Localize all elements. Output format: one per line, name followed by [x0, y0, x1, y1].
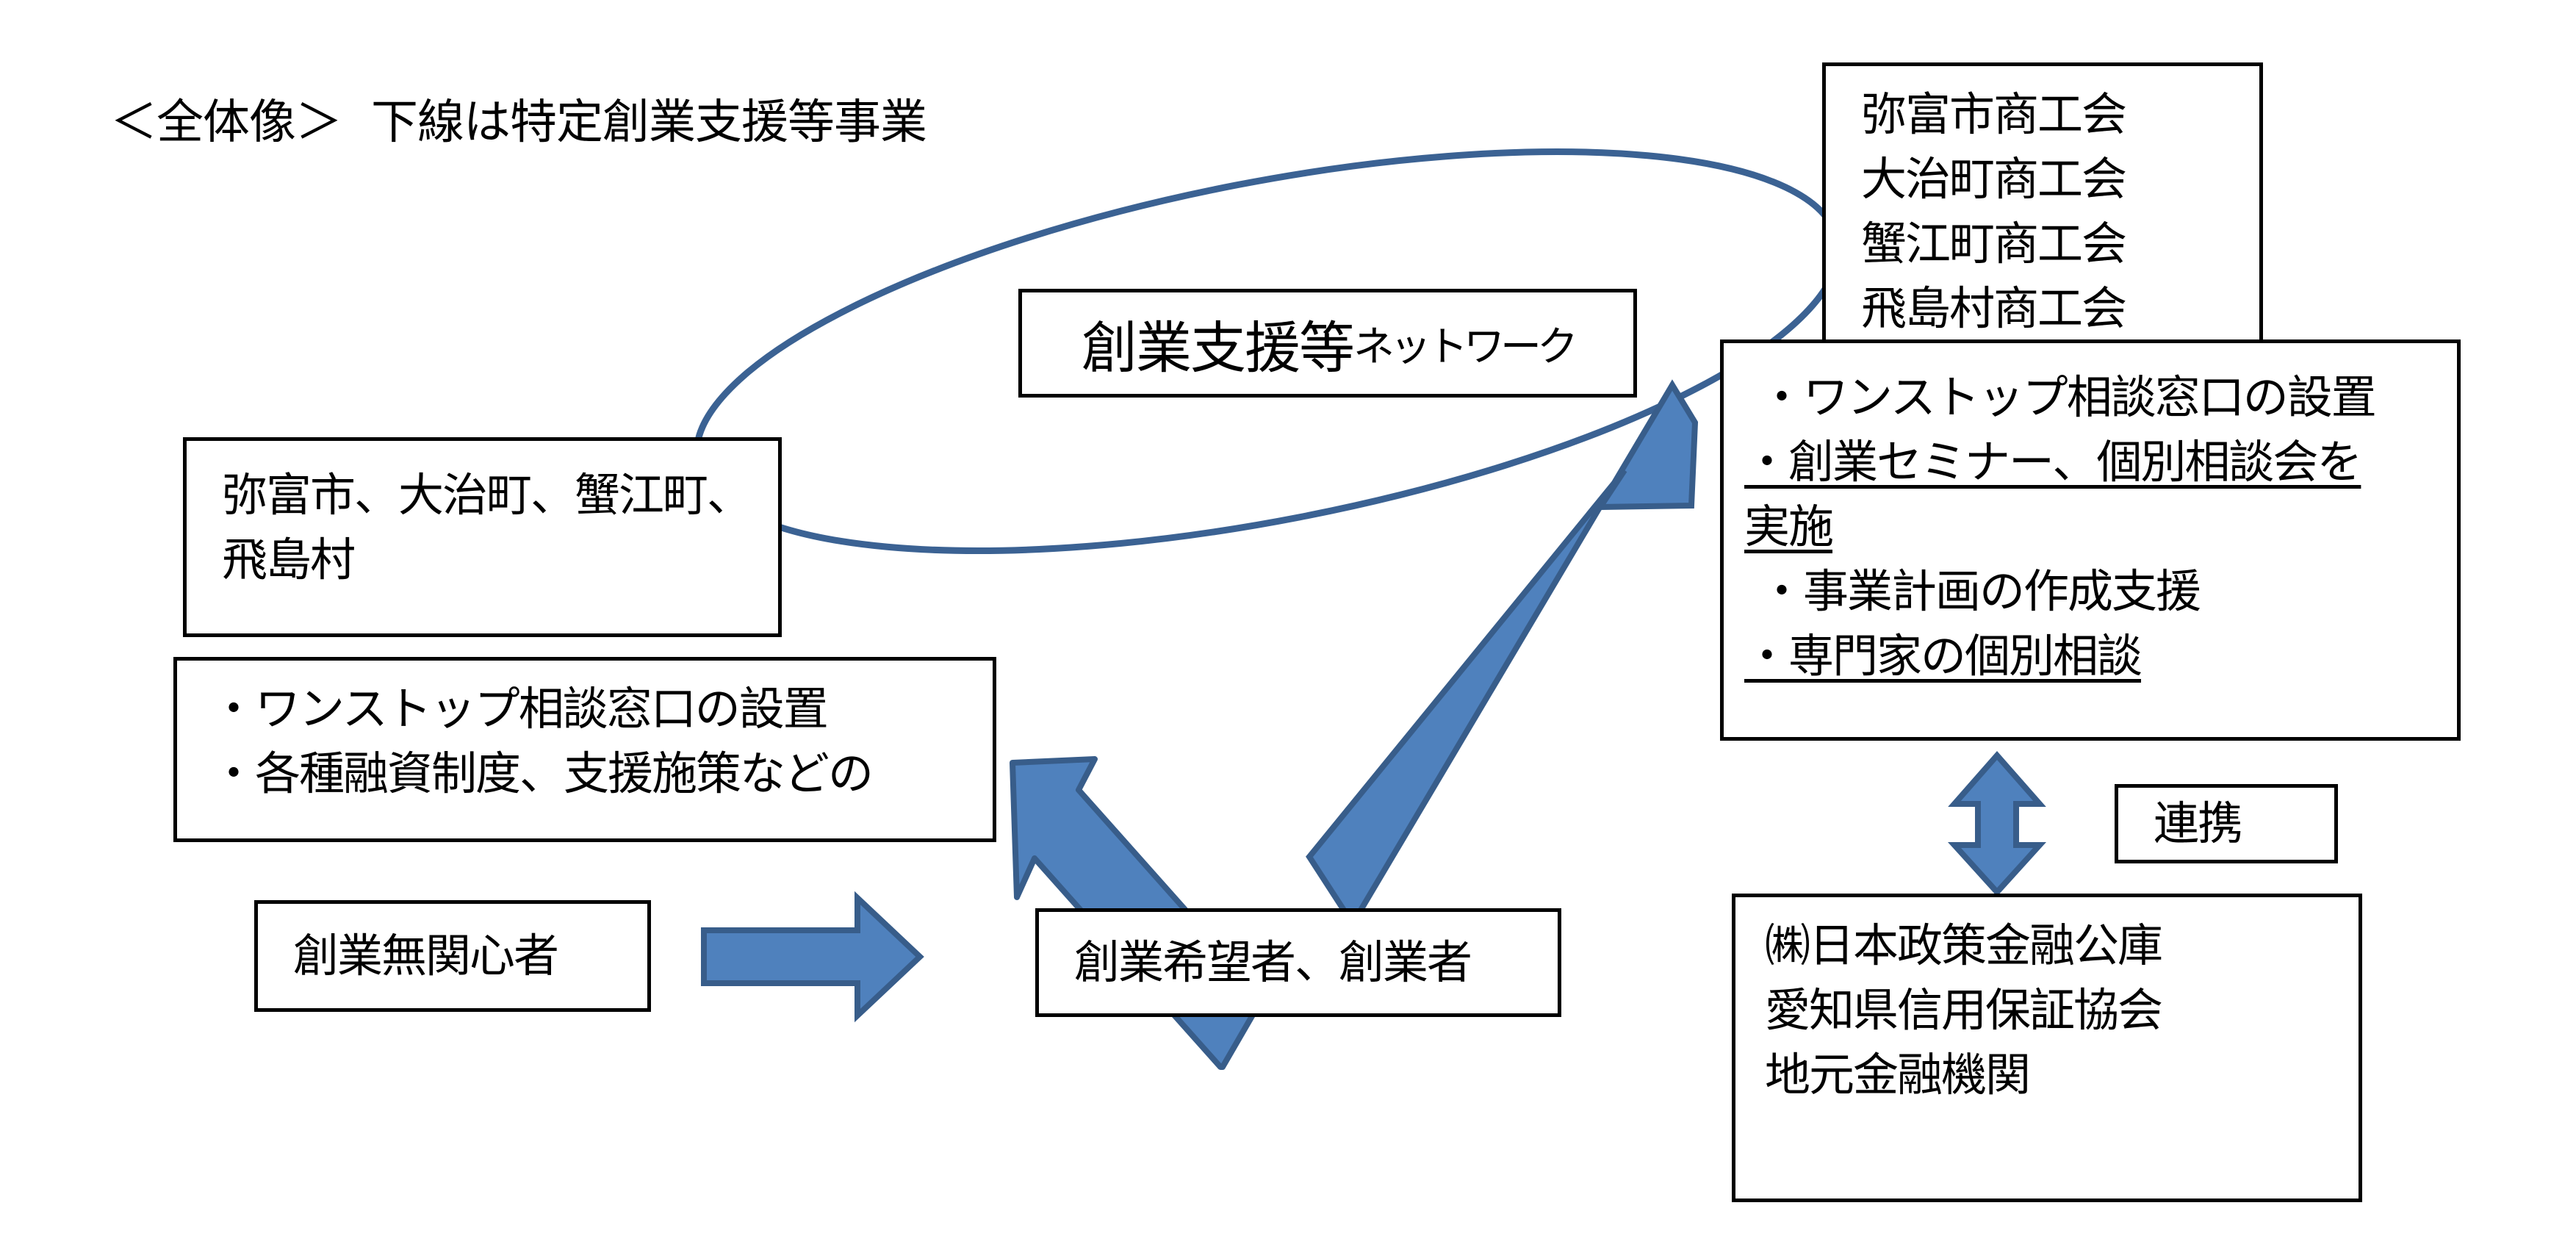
title-note: 下線は特定創業支援等事業 [371, 96, 927, 150]
service-item-underlined: ・創業セミナー、個別相談会を [1744, 435, 2362, 489]
chamber-name: 弥富市商工会 [1861, 87, 2127, 141]
network-label-small: ネットワーク [1353, 323, 1578, 371]
chamber-name: 飛島村商工会 [1861, 281, 2127, 335]
municipality-line: 弥富市、大治町、蟹江町、 [222, 468, 752, 522]
chamber-services-box: ・ワンストップ相談窓口の設置 ・創業セミナー、個別相談会を 実施 ・事業計画の作… [1720, 339, 2461, 741]
cooperation-label: 連携 [2154, 797, 2243, 850]
municipalities-box: 弥富市、大治町、蟹江町、 飛島村 [183, 437, 782, 637]
network-label-main: 創業支援等 [1082, 315, 1355, 381]
uninterested-box: 創業無関心者 [254, 900, 651, 1012]
service-item: ・ワンストップ相談窓口の設置 [1759, 370, 2377, 424]
chamber-name: 蟹江町商工会 [1861, 217, 2127, 270]
arrow-right-icon [701, 891, 924, 1023]
finance-box: ㈱日本政策金融公庫 愛知県信用保証協会 地元金融機関 [1732, 894, 2362, 1202]
network-label-box: 創業支援等ネットワーク [1018, 289, 1637, 398]
finance-institution: 愛知県信用保証協会 [1765, 983, 2163, 1037]
service-item-underlined: ・専門家の個別相談 [1744, 629, 2143, 683]
service-item-underlined: 実施 [1744, 500, 1834, 553]
arrow-up-right-icon [1306, 379, 1699, 930]
title-heading: ＜全体像＞ [110, 96, 342, 150]
aspirants-box: 創業希望者、創業者 [1035, 908, 1561, 1017]
municipality-line: 飛島村 [222, 533, 356, 586]
chambers-box: 弥富市商工会 大治町商工会 蟹江町商工会 飛島村商工会 [1822, 62, 2263, 349]
municipal-services-box: ・ワンストップ相談窓口の設置 ・各種融資制度、支援施策などの [173, 657, 996, 842]
uninterested-label: 創業無関心者 [293, 929, 559, 982]
page-title: ＜全体像＞ 下線は特定創業支援等事業 [110, 85, 927, 152]
municipal-service-item: ・各種融資制度、支援施策などの [211, 747, 874, 800]
cooperation-box: 連携 [2115, 784, 2338, 863]
aspirants-label: 創業希望者、創業者 [1074, 935, 1472, 989]
chamber-name: 大治町商工会 [1861, 152, 2127, 206]
finance-institution: 地元金融機関 [1765, 1048, 2031, 1102]
finance-institution: ㈱日本政策金融公庫 [1765, 919, 2163, 972]
municipal-service-item: ・ワンストップ相談窓口の設置 [211, 682, 829, 736]
arrow-up-down-icon [1947, 750, 2047, 896]
service-item: ・事業計画の作成支援 [1759, 564, 2201, 618]
